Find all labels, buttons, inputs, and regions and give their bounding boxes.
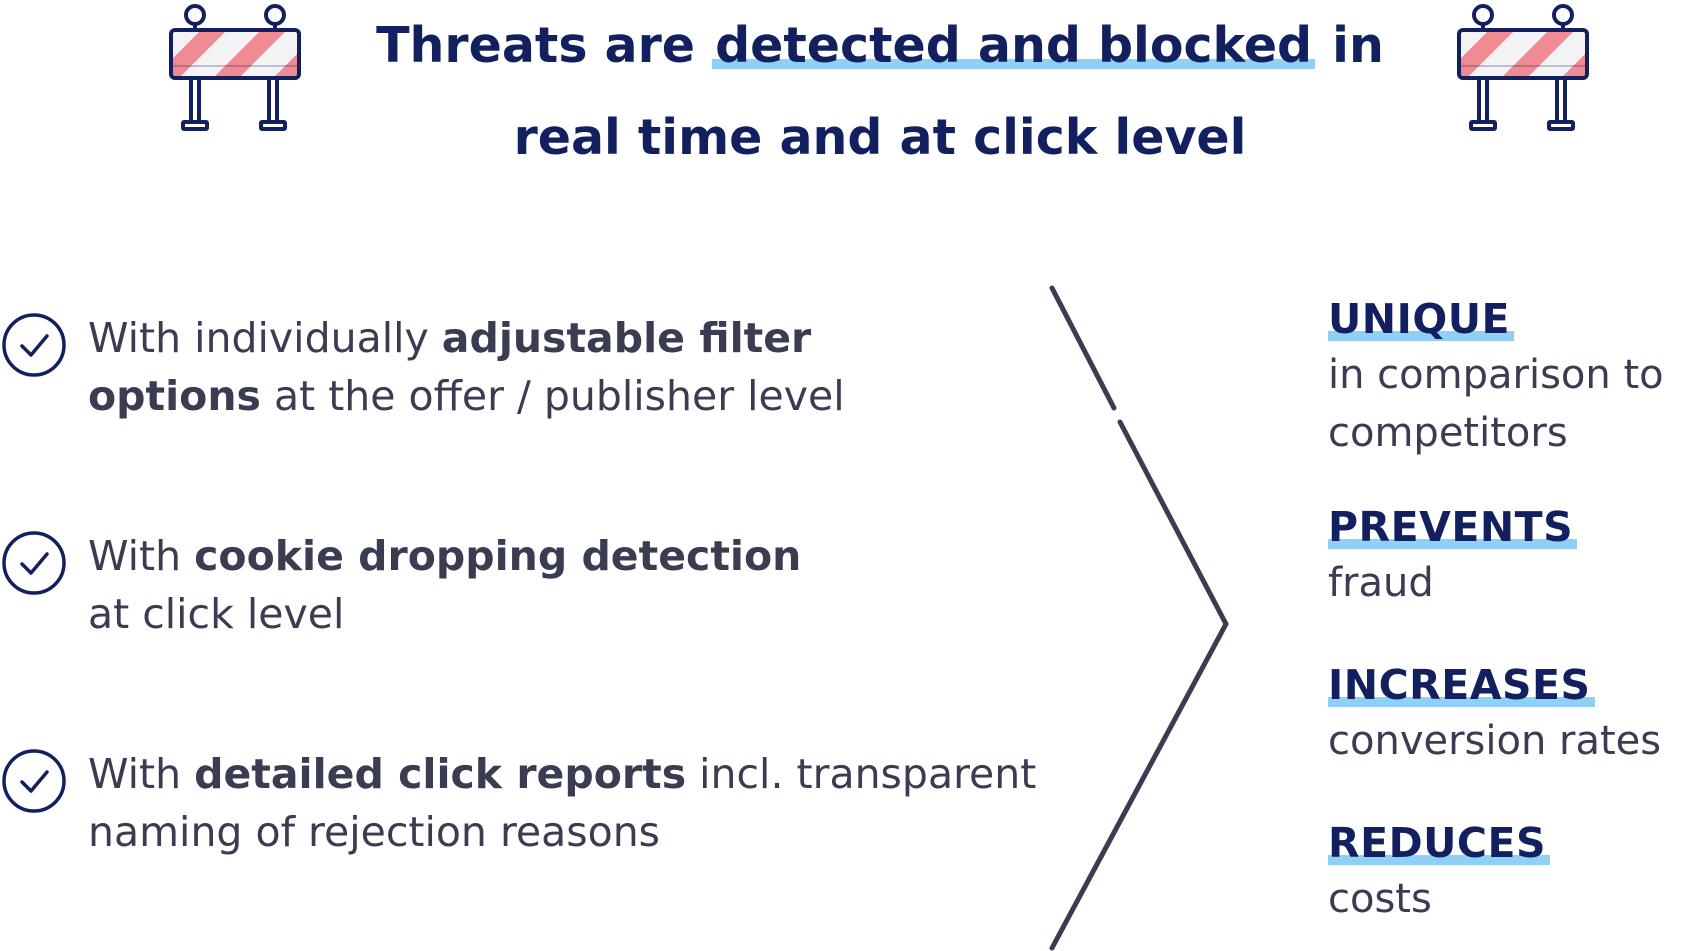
title-highlight: detected and blocked: [712, 17, 1316, 74]
title-line2: real time and at click level: [513, 109, 1247, 166]
benefit-description: costs: [1328, 870, 1684, 928]
feature-text: With cookie dropping detection at click …: [88, 527, 1078, 643]
feature-text-bold: options: [88, 372, 261, 420]
feature-text-part: incl. transparent: [686, 750, 1037, 798]
road-barrier-icon: [1457, 4, 1589, 131]
benefit-desc-line: competitors: [1328, 410, 1568, 456]
check-circle-icon: [2, 531, 66, 595]
page-title: Threats are detected and blocked in real…: [330, 0, 1430, 184]
check-circle-icon: [2, 749, 66, 813]
feature-text-part: With: [88, 532, 195, 580]
benefit-title: UNIQUE: [1328, 292, 1515, 346]
benefit-desc-line: conversion rates: [1328, 718, 1662, 764]
benefit-title: PREVENTS: [1328, 500, 1578, 554]
benefit-desc-line: in comparison to: [1328, 352, 1664, 398]
benefit-increases: INCREASES conversion rates: [1328, 658, 1684, 770]
feature-text-bold: cookie dropping detection: [194, 532, 802, 580]
feature-text: With detailed click reports incl. transp…: [88, 745, 1078, 861]
benefit-description: fraud: [1328, 554, 1684, 612]
chevron-divider: [1049, 285, 1229, 951]
benefit-title: INCREASES: [1328, 658, 1595, 712]
feature-text: With individually adjustable filter opti…: [88, 309, 1078, 425]
benefit-desc-line: fraud: [1328, 560, 1434, 606]
check-circle-icon: [2, 313, 66, 377]
feature-text-part: at the offer / publisher level: [260, 372, 845, 420]
feature-text-part: at click level: [88, 590, 345, 638]
benefit-title: REDUCES: [1328, 816, 1551, 870]
benefit-description: conversion rates: [1328, 712, 1684, 770]
benefit-unique: UNIQUE in comparison to competitors: [1328, 292, 1684, 462]
benefit-reduces: REDUCES costs: [1328, 816, 1684, 928]
feature-text-part: With individually: [88, 314, 442, 362]
benefit-desc-line: costs: [1328, 876, 1432, 922]
feature-text-part: With: [88, 750, 195, 798]
road-barrier-icon: [169, 4, 301, 131]
title-line1-start: Threats are: [376, 17, 713, 74]
title-line1-end: in: [1315, 17, 1384, 74]
feature-text-bold: detailed click reports: [194, 750, 687, 798]
feature-text-part: naming of rejection reasons: [88, 808, 661, 856]
feature-text-bold: adjustable filter: [441, 314, 812, 362]
benefit-description: in comparison to competitors: [1328, 346, 1684, 462]
benefit-prevents: PREVENTS fraud: [1328, 500, 1684, 612]
